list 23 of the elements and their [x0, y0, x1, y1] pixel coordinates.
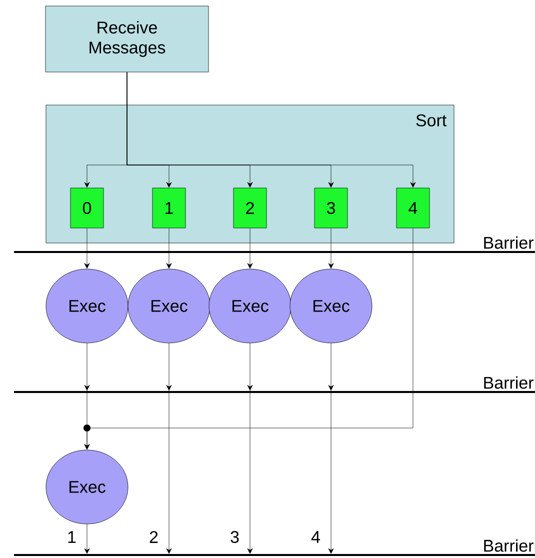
barrier-label: Barrier: [484, 236, 534, 249]
queue-box: 2: [233, 188, 267, 228]
queue-box: 3: [314, 188, 348, 228]
arrow: [84, 228, 90, 269]
arrow: [126, 72, 416, 188]
edge-label: 2: [150, 531, 158, 543]
arrow: [84, 228, 414, 450]
queue-box: 4: [396, 188, 430, 228]
queue-box: 1: [152, 188, 186, 228]
arrow: [247, 343, 253, 554]
arrow: [328, 228, 334, 269]
edge-label: 1: [68, 531, 76, 543]
arrow: [247, 228, 253, 269]
barrier-label: Barrier: [484, 376, 534, 389]
process-box: Receive Messages: [45, 6, 209, 72]
arrow: [166, 343, 172, 554]
barrier-label: Barrier: [484, 539, 534, 552]
edge-label: 4: [311, 531, 320, 543]
queue-box: 0: [70, 188, 104, 228]
arrow: [84, 524, 90, 554]
edge-label: 3: [230, 530, 239, 544]
arrow: [328, 343, 334, 554]
arrow: [166, 228, 172, 269]
